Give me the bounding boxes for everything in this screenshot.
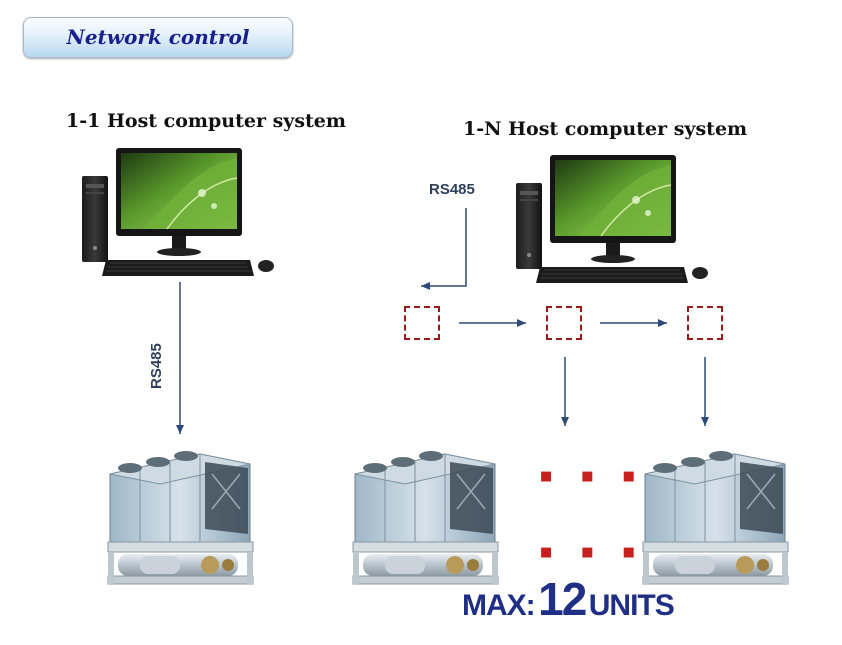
right-rs485-label: RS485 [429,181,475,198]
max-units-label: MAX: 12 UNITS [462,572,675,626]
node-box-1 [404,306,440,340]
max-suffix: UNITS [588,589,675,622]
header-pill [23,17,293,58]
node-box-2 [546,306,582,340]
page-title: Network control [66,25,250,49]
left-computer-icon [81,147,275,277]
left-chiller-icon [107,450,254,585]
max-prefix: MAX: [462,589,536,622]
ellipsis-lower: ▪ ▪ ▪ [539,530,644,574]
ellipsis-upper: ▪ ▪ ▪ [539,454,644,498]
max-number: 12 [538,573,587,625]
chiller-icon-1 [352,450,499,585]
left-section-title: 1-1 Host computer system [66,110,346,132]
right-rs485-arrow [421,208,467,290]
node-box-3 [687,306,723,340]
right-section-title: 1-N Host computer system [463,118,748,140]
chiller-icon-2 [642,450,789,585]
right-computer-icon [515,154,709,284]
